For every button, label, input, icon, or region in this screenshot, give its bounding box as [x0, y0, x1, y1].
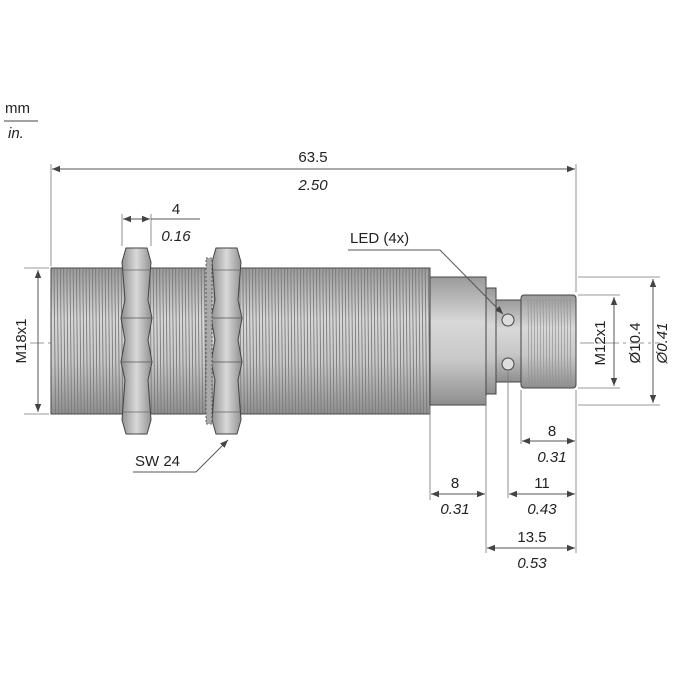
rear-to-end-mm: 13.5 — [517, 529, 546, 546]
overall-length-mm: 63.5 — [298, 149, 327, 166]
dim-plain-section: 8 0.31 — [431, 475, 485, 518]
plain-section-mm: 8 — [451, 475, 459, 492]
dim-connector-diameter: Ø10.4 Ø0.41 — [627, 279, 671, 403]
connector-diameter-in: Ø0.41 — [654, 323, 671, 365]
connector-diameter-mm: Ø10.4 — [627, 323, 644, 364]
led-indicator-upper — [501, 313, 515, 327]
connector-thread-label: M12x1 — [592, 320, 609, 365]
connector-threads — [527, 298, 572, 385]
dim-rear-to-end: 13.5 0.53 — [487, 529, 575, 572]
led-indicator-lower — [501, 357, 515, 371]
dim-connector-thread: M12x1 — [592, 297, 618, 386]
plain-section-in: 0.31 — [440, 501, 469, 518]
nut-rear — [205, 247, 243, 435]
led-callout: LED (4x) — [348, 230, 504, 315]
wrench-callout: SW 24 — [133, 439, 229, 473]
plain-section — [429, 276, 487, 406]
dim-led-to-end: 11 0.43 — [509, 475, 575, 518]
extension-lines — [24, 164, 660, 553]
connector-neck — [485, 287, 497, 395]
overall-length-in: 2.50 — [297, 177, 328, 194]
nut-thickness-mm: 4 — [172, 201, 180, 218]
dim-overall-length: 63.5 2.50 — [52, 149, 575, 194]
dim-nut-thickness: 4 0.16 — [123, 201, 200, 245]
connector-length-mm: 8 — [548, 423, 556, 440]
led-label: LED (4x) — [350, 230, 409, 247]
led-to-end-in: 0.43 — [527, 501, 557, 518]
nut-thickness-in: 0.16 — [161, 228, 191, 245]
units-legend: mm in. — [4, 100, 38, 142]
nut-front — [120, 247, 153, 435]
dim-body-thread: M18x1 — [13, 270, 42, 412]
sensor-body — [50, 267, 577, 415]
led-to-end-mm: 11 — [534, 475, 550, 492]
unit-primary: mm — [5, 100, 30, 117]
wrench-size-label: SW 24 — [135, 453, 180, 470]
unit-secondary: in. — [8, 125, 24, 142]
dim-connector-length: 8 0.31 — [522, 423, 575, 466]
lock-washer — [205, 257, 213, 425]
body-thread-label: M18x1 — [13, 318, 30, 363]
rear-to-end-in: 0.53 — [517, 555, 547, 572]
connector-length-in: 0.31 — [537, 449, 566, 466]
